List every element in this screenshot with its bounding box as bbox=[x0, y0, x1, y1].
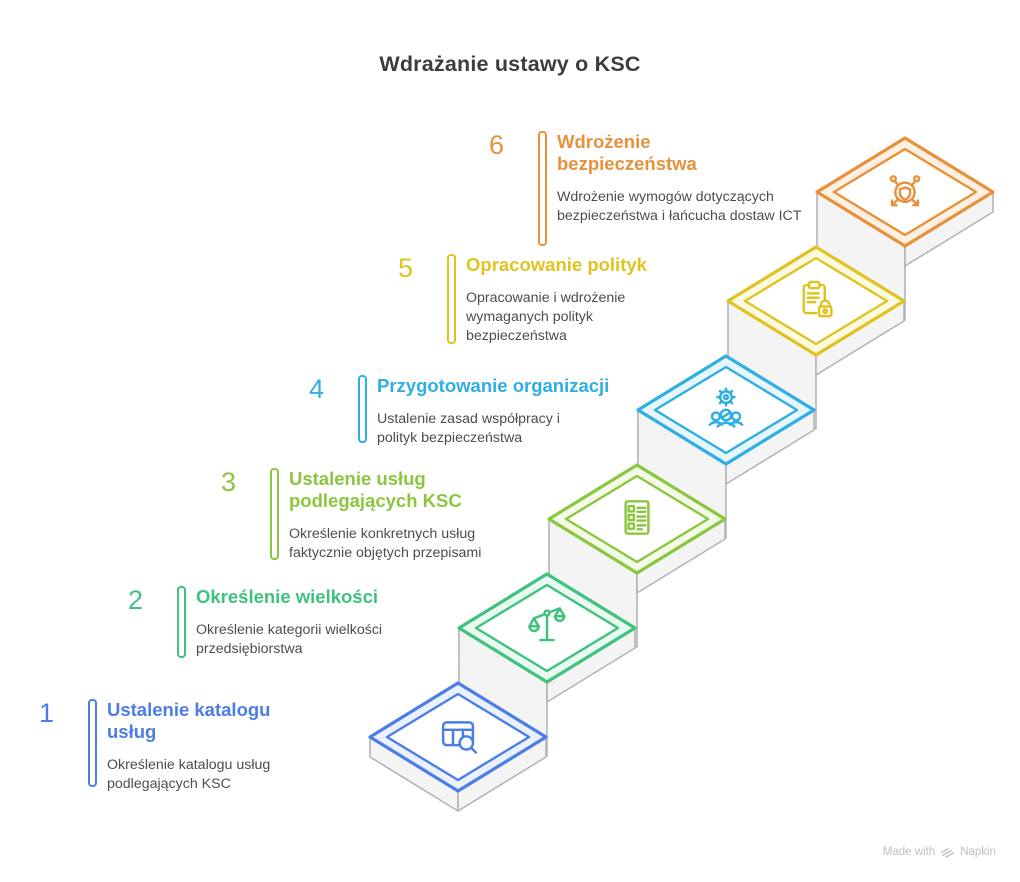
napkin-logo-icon bbox=[940, 848, 955, 858]
step-title: Opracowanie polityk bbox=[466, 254, 647, 275]
stair-step-5 bbox=[726, 245, 906, 430]
gear-team-icon bbox=[708, 387, 744, 428]
step-accent-bar bbox=[538, 131, 547, 246]
step-platform-inner bbox=[743, 256, 889, 346]
step-description: Określenie konkretnych usług faktycznie … bbox=[289, 525, 482, 561]
step-platform-inner bbox=[564, 474, 710, 564]
step-accent-bar bbox=[177, 586, 186, 658]
step-title: Przygotowanie organizacji bbox=[377, 375, 610, 396]
shield-network-icon bbox=[889, 175, 921, 207]
clipboard-lock-icon bbox=[802, 280, 833, 318]
step-4-block: 4 Przygotowanie organizacji Ustalenie za… bbox=[309, 375, 610, 448]
step-number: 4 bbox=[308, 374, 324, 404]
step-number: 5 bbox=[397, 253, 413, 283]
step-5-block: 5 Opracowanie polityk Opracowanie i wdro… bbox=[398, 254, 651, 347]
step-platform-inner bbox=[832, 147, 978, 237]
step-1-block: 1 Ustalenie katalogu usług Określenie ka… bbox=[39, 699, 307, 794]
stair-step-4 bbox=[636, 354, 816, 539]
made-with-label: Made with bbox=[882, 845, 936, 858]
step-platform-inner bbox=[385, 692, 531, 782]
step-number: 2 bbox=[127, 585, 143, 615]
checklist-icon bbox=[624, 500, 650, 535]
step-description: Wdrożenie wymogów dotyczących bezpieczeń… bbox=[557, 188, 802, 224]
step-description: Ustalenie zasad współpracy i polityk bez… bbox=[377, 410, 560, 447]
step-title: Ustalenie katalogu usług bbox=[107, 699, 271, 742]
step-title: Ustalenie usług podlegających KSC bbox=[289, 468, 462, 511]
step-title: Wdrożenie bezpieczeństwa bbox=[557, 131, 697, 174]
step-accent-bar bbox=[447, 254, 456, 344]
scales-icon bbox=[528, 607, 566, 642]
table-search-icon bbox=[441, 721, 478, 754]
step-description: Opracowanie i wdrożenie wymaganych polit… bbox=[466, 289, 626, 345]
step-accent-bar bbox=[358, 375, 367, 443]
step-accent-bar bbox=[270, 468, 279, 560]
step-number: 3 bbox=[220, 467, 236, 497]
stair-step-6 bbox=[815, 136, 995, 321]
napkin-credit[interactable]: Made with Napkin bbox=[883, 845, 996, 858]
page-title: Wdrażanie ustawy o KSC bbox=[379, 52, 641, 76]
step-title: Określenie wielkości bbox=[196, 586, 379, 607]
step-description: Określenie katalogu usług podlegających … bbox=[107, 756, 271, 792]
step-3-block: 3 Ustalenie usług podlegających KSC Okre… bbox=[221, 468, 524, 563]
step-number: 6 bbox=[488, 130, 504, 160]
brand-label: Napkin bbox=[960, 845, 996, 858]
step-6-block: 6 Wdrożenie bezpieczeństwa Wdrożenie wym… bbox=[489, 131, 802, 246]
stair-step-1 bbox=[368, 681, 548, 812]
step-number: 1 bbox=[38, 698, 54, 728]
step-2-block: 2 Określenie wielkości Określenie katego… bbox=[128, 586, 411, 659]
step-accent-bar bbox=[88, 699, 97, 787]
step-description: Określenie kategorii wielkości przedsięb… bbox=[196, 621, 383, 658]
